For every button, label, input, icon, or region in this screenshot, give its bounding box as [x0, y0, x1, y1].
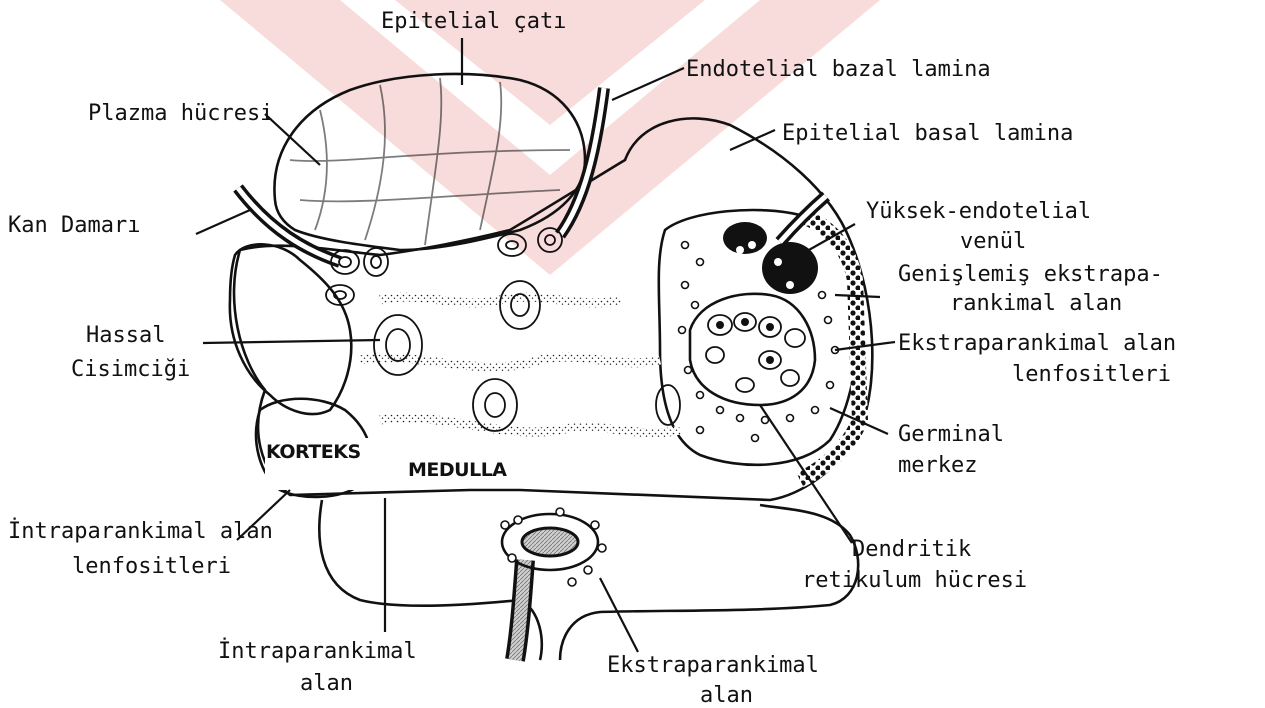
korteks-label: KORTEKS	[266, 441, 361, 463]
label-endotelial-bazal-lamina: Endotelial bazal lamina	[686, 57, 991, 82]
label-plazma-hucresi: Plazma hücresi	[88, 101, 273, 126]
label-intra-lenf-2: lenfositleri	[72, 554, 231, 579]
label-genislemis-1: Genişlemiş ekstrapa-	[898, 262, 1163, 287]
label-dendritik-2: retikulum hücresi	[802, 568, 1027, 593]
label-yuksek-endotelial-1: Yüksek-endotelial	[866, 199, 1091, 224]
label-intra-alan-2: alan	[300, 671, 353, 696]
label-dendritik-1: Dendritik	[852, 537, 971, 562]
label-germinal-1: Germinal	[898, 422, 1004, 447]
label-ekstra-alan-2: alan	[700, 683, 753, 708]
label-epitelial-cati: Epitelial çatı	[381, 9, 566, 34]
label-ekstra-lenf-2: lenfositleri	[1012, 362, 1171, 387]
label-intra-lenf-1: İntraparankimal alan	[8, 518, 273, 544]
hassal-corpuscle	[374, 281, 680, 431]
label-hassal-1: Hassal	[86, 323, 165, 348]
label-genislemis-2: rankimal alan	[950, 291, 1122, 316]
label-epitelial-basal-lamina: Epitelial basal lamina	[782, 121, 1073, 146]
label-ekstra-alan-1: Ekstraparankimal	[607, 653, 819, 678]
label-hassal-2: Cisimciği	[71, 357, 190, 382]
label-intra-alan-1: İntraparankimal	[218, 638, 417, 664]
label-germinal-2: merkez	[898, 453, 977, 478]
medulla-label: MEDULLA	[408, 459, 507, 481]
label-yuksek-endotelial-2: venül	[960, 229, 1026, 254]
thymus-body	[230, 74, 873, 660]
label-ekstra-lenf-1: Ekstraparankimal alan	[898, 331, 1176, 356]
label-kan-damari: Kan Damarı	[8, 213, 140, 238]
